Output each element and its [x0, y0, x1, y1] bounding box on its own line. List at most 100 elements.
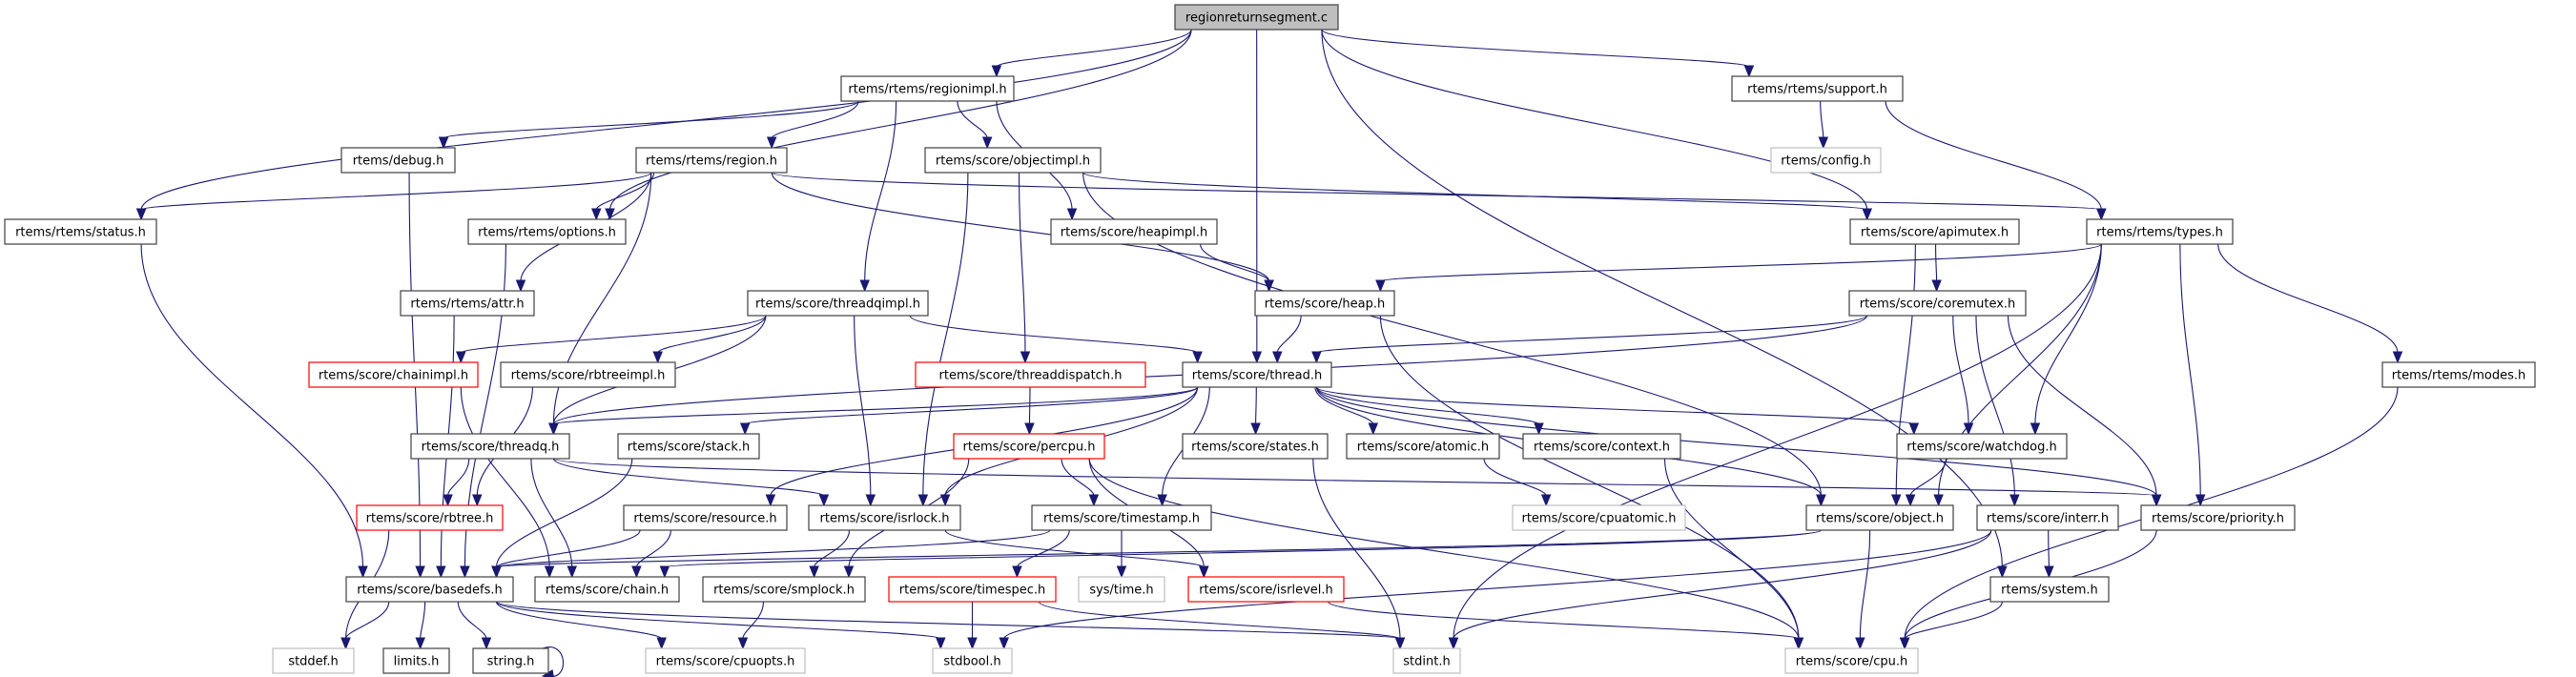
edge-object-to-cpu: [1855, 529, 1871, 650]
node-timestamp[interactable]: rtems/score/timestamp.h: [1031, 504, 1212, 531]
node-coremutex[interactable]: rtems/score/coremutex.h: [1848, 290, 2027, 317]
node-isrlevel[interactable]: rtems/score/isrlevel.h: [1187, 576, 1345, 603]
node-debug[interactable]: rtems/debug.h: [340, 147, 456, 174]
node-basedefs[interactable]: rtems/score/basedefs.h: [345, 576, 514, 603]
edge-line: [595, 172, 655, 211]
node-box: [1254, 290, 1395, 317]
node-label: rtems/rtems/regionimpl.h: [848, 83, 1006, 97]
node-interr[interactable]: rtems/score/interr.h: [1976, 504, 2119, 531]
edge-status-to-basedefs: [140, 243, 368, 579]
arrowhead-icon: [1862, 208, 1872, 221]
edge-root-to-regionimpl: [991, 29, 1192, 78]
node-atomic[interactable]: rtems/score/atomic.h: [1346, 433, 1500, 460]
arrowhead-icon: [1933, 494, 1944, 507]
arrowhead-icon: [1024, 422, 1035, 436]
node-heap[interactable]: rtems/score/heap.h: [1254, 290, 1395, 317]
edge-line: [344, 601, 390, 640]
node-objectimpl[interactable]: rtems/score/objectimpl.h: [924, 147, 1102, 174]
edge-line: [460, 315, 767, 354]
node-box: [617, 433, 760, 460]
node-box: [1805, 504, 1954, 531]
arrowhead-icon: [1192, 351, 1203, 364]
edge-threadq-to-priority: [552, 458, 2162, 507]
node-string[interactable]: string.h: [472, 647, 549, 674]
edge-coremutex-to-interr: [1975, 315, 2020, 507]
node-label: rtems/score/rbtreeimpl.h: [511, 369, 666, 383]
edge-percpu-to-timestamp: [1061, 458, 1100, 507]
edge-thread-to-watchdog: [1315, 386, 1920, 436]
node-timespec[interactable]: rtems/score/timespec.h: [888, 576, 1057, 603]
node-label: rtems/score/states.h: [1191, 441, 1319, 455]
node-systime: sys/time.h: [1078, 576, 1165, 603]
node-modes[interactable]: rtems/rtems/modes.h: [2381, 361, 2536, 388]
node-rbtree[interactable]: rtems/score/rbtree.h: [356, 504, 504, 531]
node-status[interactable]: rtems/rtems/status.h: [4, 218, 157, 245]
node-config: rtems/config.h: [1770, 147, 1882, 174]
node-label: rtems/score/apimutex.h: [1861, 226, 2009, 240]
edge-types-to-heap: [1375, 243, 2102, 293]
arrowhead-icon: [436, 565, 446, 579]
node-threaddispatch[interactable]: rtems/score/threaddispatch.h: [915, 361, 1146, 388]
node-heapimpl[interactable]: rtems/score/heapimpl.h: [1050, 218, 1218, 245]
node-smplock[interactable]: rtems/score/smplock.h: [702, 576, 866, 603]
node-label: string.h: [487, 655, 535, 669]
node-system[interactable]: rtems/system.h: [1989, 576, 2110, 603]
edge-timestamp-to-timespec: [1012, 529, 1070, 579]
node-support[interactable]: rtems/rtems/support.h: [1731, 75, 1904, 102]
node-chainimpl[interactable]: rtems/score/chainimpl.h: [308, 361, 479, 388]
arrowhead-icon: [967, 637, 978, 650]
arrowhead-icon: [917, 494, 929, 507]
node-options[interactable]: rtems/rtems/options.h: [467, 218, 627, 245]
node-object[interactable]: rtems/score/object.h: [1805, 504, 1954, 531]
edge-resource-to-chain: [631, 529, 671, 579]
node-label: rtems/score/atomic.h: [1357, 441, 1489, 455]
edge-line: [552, 458, 825, 497]
node-context[interactable]: rtems/score/context.h: [1522, 433, 1681, 460]
node-isrlock[interactable]: rtems/score/isrlock.h: [808, 504, 961, 531]
arrowhead-icon: [1743, 65, 1755, 78]
arrowhead-icon: [2392, 351, 2403, 364]
edge-line: [552, 386, 1199, 425]
node-label: rtems/rtems/modes.h: [2392, 369, 2526, 383]
node-box: [623, 504, 788, 531]
node-label: stdint.h: [1403, 655, 1450, 669]
node-priority[interactable]: rtems/score/priority.h: [2140, 504, 2296, 531]
arrowhead-icon: [456, 351, 466, 364]
edge-root-to-apimutex: [1321, 29, 1872, 221]
edge-isrlock-to-isrlevel: [944, 529, 1209, 579]
node-rbtreeimpl[interactable]: rtems/score/rbtreeimpl.h: [500, 361, 676, 388]
node-percpu[interactable]: rtems/score/percpu.h: [953, 433, 1105, 460]
node-box: [1784, 647, 1919, 674]
node-chain[interactable]: rtems/score/chain.h: [534, 576, 680, 603]
arrowhead-icon: [1855, 637, 1865, 650]
node-states[interactable]: rtems/score/states.h: [1182, 433, 1329, 460]
node-types[interactable]: rtems/rtems/types.h: [2086, 218, 2234, 245]
edge-line: [1315, 386, 2157, 497]
edge-line: [552, 172, 652, 425]
node-box: [382, 647, 450, 674]
node-threadq[interactable]: rtems/score/threadq.h: [410, 433, 570, 460]
node-regionimpl[interactable]: rtems/rtems/regionimpl.h: [840, 75, 1015, 102]
node-box: [1896, 433, 2068, 460]
edge-smplock-to-cpuopts: [737, 601, 765, 650]
node-region[interactable]: rtems/rtems/region.h: [635, 147, 788, 174]
node-root[interactable]: regionreturnsegment.c: [1174, 4, 1339, 31]
edge-region-to-options: [591, 172, 655, 221]
node-stack[interactable]: rtems/score/stack.h: [617, 433, 760, 460]
node-label: rtems/score/chainimpl.h: [319, 369, 468, 383]
node-watchdog[interactable]: rtems/score/watchdog.h: [1896, 433, 2068, 460]
arrowhead-icon: [1963, 422, 1974, 436]
edge-timespec-to-stdint: [1038, 601, 1406, 650]
node-apimutex[interactable]: rtems/score/apimutex.h: [1849, 218, 2020, 245]
node-label: rtems/score/basedefs.h: [357, 584, 503, 598]
edge-line: [1483, 458, 1547, 497]
node-attr[interactable]: rtems/rtems/attr.h: [400, 290, 535, 317]
node-thread[interactable]: rtems/score/thread.h: [1182, 361, 1332, 388]
node-resource[interactable]: rtems/score/resource.h: [623, 504, 788, 531]
edge-interr-to-stdbool: [999, 529, 1992, 650]
node-label: rtems/score/timespec.h: [899, 584, 1045, 598]
edge-basedefs-to-stddef: [340, 601, 390, 650]
arrowhead-icon: [999, 637, 1009, 650]
node-threadqimpl[interactable]: rtems/score/threadqimpl.h: [747, 290, 929, 317]
node-limits[interactable]: limits.h: [382, 647, 450, 674]
